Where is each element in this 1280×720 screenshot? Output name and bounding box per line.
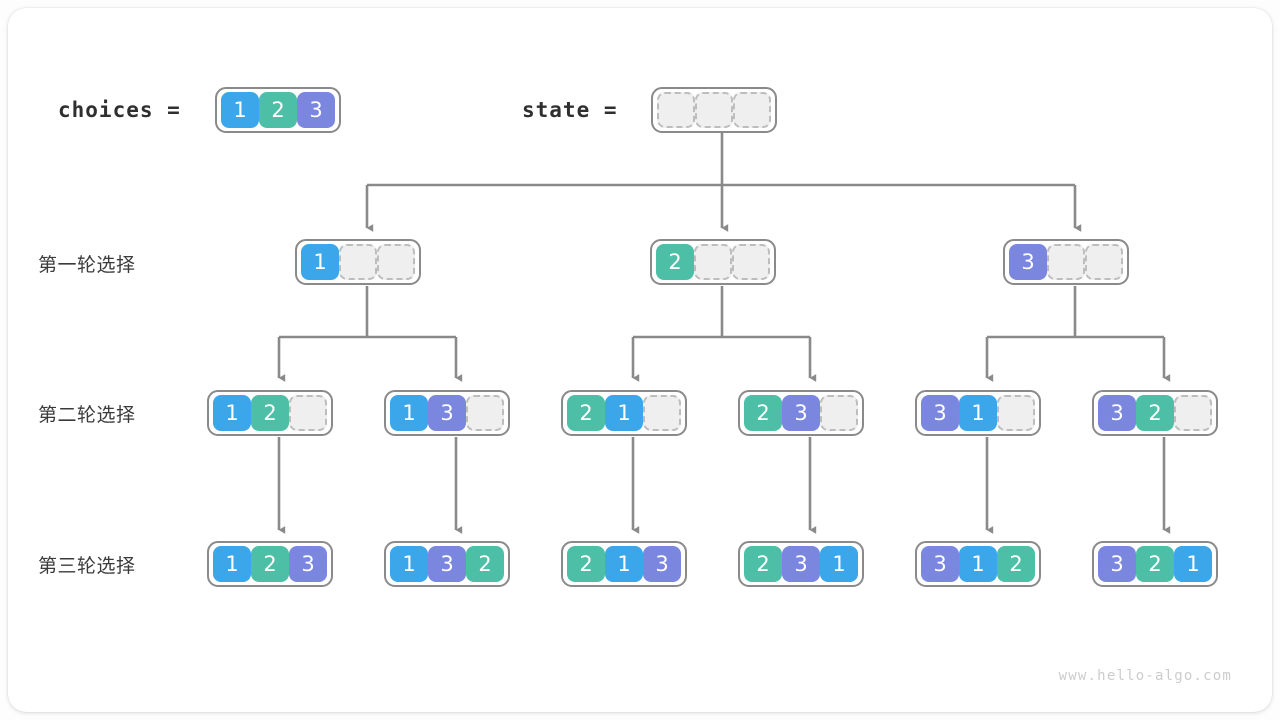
level3-cell-filled: 3 [782, 546, 820, 582]
level2-cell-empty [1174, 395, 1212, 431]
level3-cell-filled: 2 [1136, 546, 1174, 582]
state-cell-empty [733, 92, 771, 128]
state-cell-empty [657, 92, 695, 128]
level2-cell-filled: 2 [744, 395, 782, 431]
level1-cell-filled: 3 [1009, 244, 1047, 280]
level3-cell-filled: 1 [390, 546, 428, 582]
level1-cell-empty [732, 244, 770, 280]
level2-cell-empty [466, 395, 504, 431]
level1-cell-empty [1085, 244, 1123, 280]
level3-cell-filled: 1 [1174, 546, 1212, 582]
level3-cell-filled: 2 [567, 546, 605, 582]
level2-cell-filled: 1 [959, 395, 997, 431]
level3-cell-filled: 2 [251, 546, 289, 582]
level1-cell-empty [694, 244, 732, 280]
level1-cell-empty [1047, 244, 1085, 280]
state-label: state = [522, 98, 618, 122]
level3-cell-filled: 1 [605, 546, 643, 582]
level3-cell-filled: 1 [820, 546, 858, 582]
choices-label: choices = [58, 98, 181, 122]
level2-cell-empty [820, 395, 858, 431]
row-label-round-2: 第二轮选择 [38, 404, 136, 426]
row-label-round-3: 第三轮选择 [38, 555, 136, 577]
level1-cell-filled: 2 [656, 244, 694, 280]
level2-cell-filled: 1 [213, 395, 251, 431]
level2-cell-empty [643, 395, 681, 431]
level1-state-1: 1 [295, 239, 421, 285]
row-label-round-1: 第一轮选择 [38, 254, 136, 276]
level3-cell-filled: 1 [959, 546, 997, 582]
state-array [651, 87, 777, 133]
level3-cell-filled: 3 [643, 546, 681, 582]
level1-state-2: 2 [650, 239, 776, 285]
level2-cell-filled: 1 [390, 395, 428, 431]
level1-state-3: 3 [1003, 239, 1129, 285]
watermark: www.hello-algo.com [1058, 668, 1232, 684]
choices-cell-filled: 3 [297, 92, 335, 128]
state-cell-empty [695, 92, 733, 128]
level3-cell-filled: 3 [428, 546, 466, 582]
level2-cell-filled: 3 [1098, 395, 1136, 431]
level2-cell-filled: 3 [782, 395, 820, 431]
level3-cell-filled: 3 [921, 546, 959, 582]
level2-cell-filled: 3 [428, 395, 466, 431]
level3-cell-filled: 2 [997, 546, 1035, 582]
level2-cell-filled: 2 [567, 395, 605, 431]
level2-cell-filled: 2 [1136, 395, 1174, 431]
level2-cell-filled: 2 [251, 395, 289, 431]
level2-cell-filled: 1 [605, 395, 643, 431]
level1-cell-empty [377, 244, 415, 280]
level2-cell-filled: 3 [921, 395, 959, 431]
level3-cell-filled: 2 [744, 546, 782, 582]
level3-cell-filled: 1 [213, 546, 251, 582]
choices-cell-filled: 2 [259, 92, 297, 128]
level3-cell-filled: 3 [1098, 546, 1136, 582]
diagram-card [8, 8, 1272, 712]
level1-cell-filled: 1 [301, 244, 339, 280]
level3-cell-filled: 3 [289, 546, 327, 582]
level3-cell-filled: 2 [466, 546, 504, 582]
level1-cell-empty [339, 244, 377, 280]
choices-cell-filled: 1 [221, 92, 259, 128]
level2-cell-empty [997, 395, 1035, 431]
level2-cell-empty [289, 395, 327, 431]
